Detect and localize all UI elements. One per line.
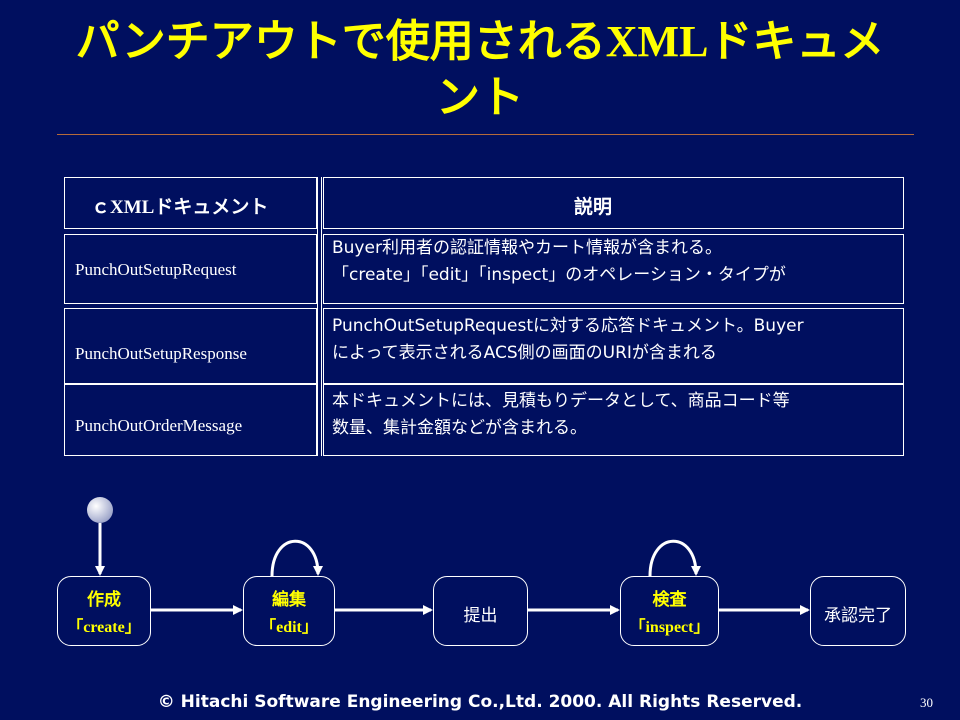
header-term-suffix: ドキュメント bbox=[154, 196, 269, 218]
state-inspect-op: 「inspect」 bbox=[629, 619, 710, 636]
state-approved-label: 承認完了 bbox=[824, 606, 892, 626]
desc-line: Buyer利用者の認証情報やカート情報が含まれる。 bbox=[332, 238, 722, 258]
self-loop-edit bbox=[270, 539, 323, 577]
state-create-label: 作成 bbox=[87, 590, 121, 610]
desc-line: 本ドキュメントには、見積もりデータとして、商品コード等 bbox=[332, 391, 790, 411]
title-part1: パンチアウトで使用される bbox=[75, 16, 606, 67]
state-approved: 承認完了 bbox=[810, 576, 906, 646]
desc-line: によって表示されるACS側の画面のURIが含まれる bbox=[332, 343, 717, 363]
title-part4: ント bbox=[436, 72, 524, 123]
table-row-term: PunchOutSetupResponse bbox=[64, 308, 317, 384]
slide-title: パンチアウトで使用されるXMLドキュメ ント bbox=[60, 14, 900, 126]
title-divider bbox=[57, 134, 914, 135]
state-inspect-label: 検査 bbox=[652, 590, 687, 610]
header-term-cell: ｃXMLドキュメント bbox=[64, 177, 317, 229]
state-inspect: 検査 「inspect」 bbox=[620, 576, 719, 646]
column-separator bbox=[317, 177, 318, 456]
header-term-prefix: ｃ bbox=[91, 196, 111, 218]
state-edit-op: 「edit」 bbox=[260, 619, 318, 636]
table-row-term: PunchOutOrderMessage bbox=[64, 384, 317, 456]
self-loop-inspect bbox=[648, 539, 701, 577]
header-desc: 説明 bbox=[574, 196, 613, 218]
desc-row-1: Buyer利用者の認証情報やカート情報が含まれる。 「create」「edit」… bbox=[332, 235, 786, 289]
table-row-term: PunchOutSetupRequest bbox=[64, 234, 317, 304]
header-desc-cell: 説明 bbox=[323, 177, 904, 229]
column-separator bbox=[321, 177, 322, 456]
state-submit-label: 提出 bbox=[463, 606, 498, 626]
state-create: 作成 「create」 bbox=[57, 576, 151, 646]
header-term: ｃXMLドキュメント bbox=[91, 192, 268, 219]
table-row-desc: Buyer利用者の認証情報やカート情報が含まれる。 「create」「edit」… bbox=[323, 234, 904, 304]
copyright-footer: © Hitachi Software Engineering Co.,Ltd. … bbox=[157, 692, 803, 712]
header-term-xml: XML bbox=[110, 197, 155, 218]
title-xml: XML bbox=[605, 17, 709, 66]
table-row-desc: 本ドキュメントには、見積もりデータとして、商品コード等 数量、集計金額などが含ま… bbox=[323, 384, 904, 456]
title-part3: ドキュメ bbox=[708, 16, 885, 67]
table-row-desc: PunchOutSetupRequestに対する応答ドキュメント。Buyer に… bbox=[323, 308, 904, 384]
desc-row-3: 本ドキュメントには、見積もりデータとして、商品コード等 数量、集計金額などが含ま… bbox=[332, 388, 790, 442]
desc-line: 「create」「edit」「inspect」のオペレーション・タイプが bbox=[332, 265, 786, 285]
state-edit-label: 編集 bbox=[272, 590, 306, 610]
page-number: 30 bbox=[920, 695, 933, 710]
term-punchout-order-message: PunchOutOrderMessage bbox=[75, 416, 243, 435]
desc-row-2: PunchOutSetupRequestに対する応答ドキュメント。Buyer に… bbox=[332, 313, 804, 367]
desc-line: 数量、集計金額などが含まれる。 bbox=[332, 418, 587, 438]
term-punchout-setup-request: PunchOutSetupRequest bbox=[75, 260, 237, 279]
state-edit: 編集 「edit」 bbox=[243, 576, 335, 646]
state-submit: 提出 bbox=[433, 576, 528, 646]
state-create-op: 「create」 bbox=[67, 619, 141, 636]
start-node-icon bbox=[87, 497, 113, 523]
term-punchout-setup-response: PunchOutSetupResponse bbox=[75, 344, 247, 363]
desc-line: PunchOutSetupRequestに対する応答ドキュメント。Buyer bbox=[332, 316, 804, 336]
